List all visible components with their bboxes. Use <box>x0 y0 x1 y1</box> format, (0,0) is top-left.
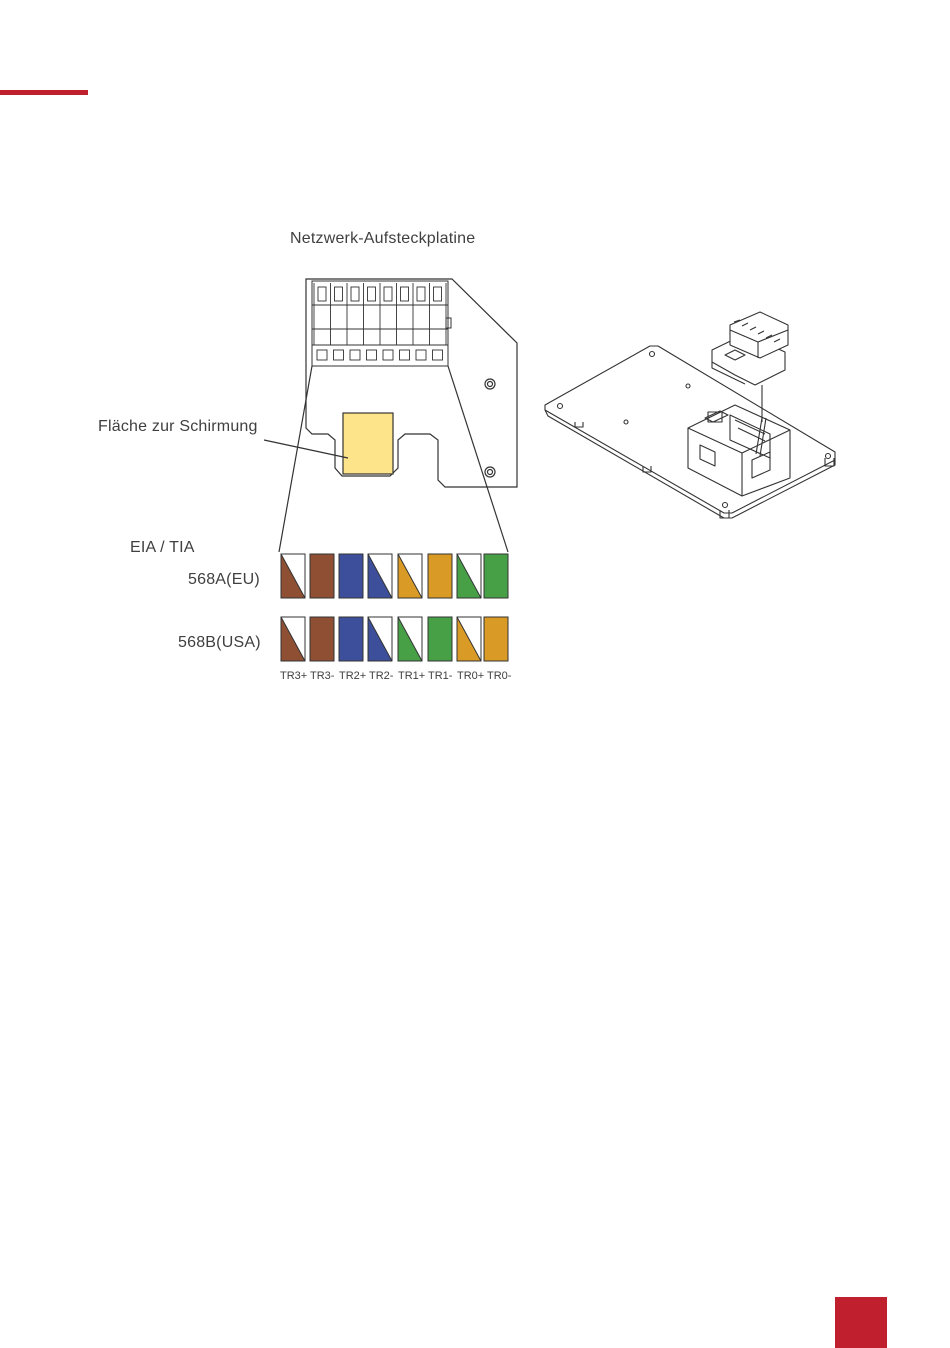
wire-swatch <box>368 554 392 598</box>
wire-color-swatches <box>281 554 508 661</box>
wire-swatch <box>310 617 334 661</box>
wire-swatch <box>281 554 305 598</box>
wire-swatch <box>484 617 508 661</box>
wire-swatch <box>457 554 481 598</box>
page-number-box <box>835 1297 887 1348</box>
wire-swatch <box>484 554 508 598</box>
wire-swatch <box>281 617 305 661</box>
mounting-plate-illustration <box>545 312 835 518</box>
wire-swatch <box>398 617 422 661</box>
wire-swatch <box>339 617 363 661</box>
wire-swatch <box>428 554 452 598</box>
wire-swatch <box>368 617 392 661</box>
pin-label: TR3- <box>310 670 335 682</box>
shield-area <box>343 413 393 474</box>
pin-label: TR0- <box>487 670 512 682</box>
wire-swatch <box>457 617 481 661</box>
pin-label: TR1+ <box>398 670 425 682</box>
pin-labels: TR3+TR3- TR2+TR2- TR1+TR1- TR0+TR0- <box>280 670 512 682</box>
pin-label: TR2- <box>369 670 394 682</box>
wire-swatch <box>398 554 422 598</box>
wire-swatch <box>428 617 452 661</box>
wire-swatch <box>310 554 334 598</box>
pin-label: TR3+ <box>280 670 307 682</box>
wire-swatch <box>339 554 363 598</box>
pin-label: TR0+ <box>457 670 484 682</box>
pin-label: TR1- <box>428 670 453 682</box>
pin-label: TR2+ <box>339 670 366 682</box>
